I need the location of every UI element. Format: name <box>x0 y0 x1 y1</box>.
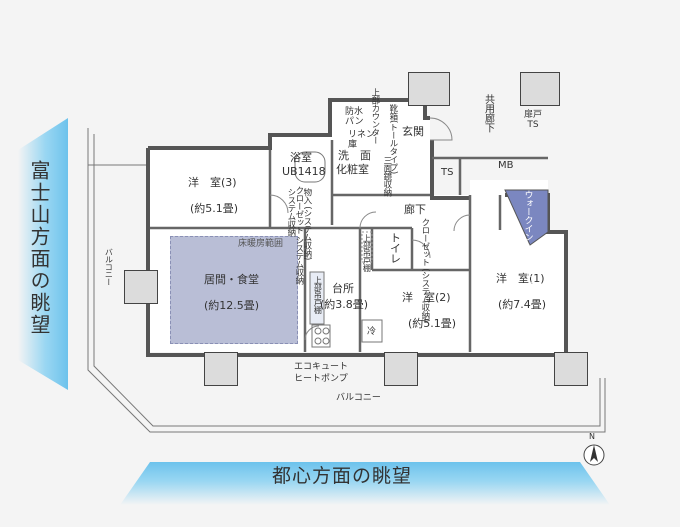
column <box>408 72 450 106</box>
upper-counter-label: 上部カウンター <box>369 88 380 144</box>
room-entrance: 玄関 <box>402 125 424 138</box>
room-kitchen-name: 台所 <box>332 282 354 295</box>
floor-heating-label: 床暖房範囲 <box>238 239 284 249</box>
room-washroom-line2: 化粧室 <box>336 163 369 176</box>
linen-label: リネン 庫 <box>348 130 376 151</box>
room-western3-size: (約5.1畳) <box>190 202 239 215</box>
bottom-view-caption: 都心方面の眺望 <box>272 465 413 487</box>
waterproof-pan-label: 防水 パン <box>345 107 364 128</box>
shared-corridor-label: 共用廊下 <box>482 94 494 132</box>
north-mark-label: N <box>589 432 595 441</box>
room-western1-size: (約7.4畳) <box>498 298 547 311</box>
room-living-size: (約12.5畳) <box>204 299 260 312</box>
column <box>554 352 588 386</box>
room-washroom-line1: 洗 面 <box>338 149 371 162</box>
left-view-caption: 富士山方面の眺望 <box>27 160 51 336</box>
ecocute-line2: ヒートポンプ <box>294 374 348 384</box>
room-bath-name: 浴室 <box>290 151 312 164</box>
room-western1-name: 洋 室(1) <box>496 272 545 285</box>
triple-mirror-label: 三面鏡収納 <box>381 156 392 196</box>
room-kitchen-size: (約3.8畳) <box>320 298 369 311</box>
system-storage-label-2: クローゼット システム収納 <box>293 186 304 285</box>
column <box>384 352 418 386</box>
balcony-left-label: バルコニー <box>104 248 114 286</box>
mono-storage-label: 物入 (システム収納) <box>301 188 312 260</box>
upper-shelf-label-2: 上部吊戸棚 <box>313 276 323 314</box>
shoe-cabinet-label: 靴箱(トールタイプ) <box>387 104 398 174</box>
system-storage-label-1: システム収納 <box>285 188 296 236</box>
door-ts-label: 扉戸 TS <box>524 110 543 131</box>
column <box>520 72 560 106</box>
room-bath-code: UB1418 <box>282 165 326 178</box>
ts-label-1: TS <box>441 167 454 178</box>
ecocute-line1: エコキュート <box>294 362 349 372</box>
mb-label: MB <box>498 160 514 171</box>
room-hallway: 廊下 <box>404 203 426 216</box>
column <box>204 352 238 386</box>
system-storage-label-3: クローゼット (システム収納) <box>419 218 430 322</box>
room-living-name: 居間・食堂 <box>204 273 259 286</box>
balcony-bottom-label: バルコニー <box>336 393 381 403</box>
room-western2-name: 洋 室(2) <box>402 291 451 304</box>
room-western2-size: (約5.1畳) <box>408 317 457 330</box>
room-toilet: トイレ <box>388 232 402 264</box>
fridge-label: 冷 <box>367 327 377 337</box>
upper-shelf-label-1: 上部吊戸棚 <box>362 234 372 272</box>
floor-heating-area <box>170 236 298 344</box>
room-western3-name: 洋 室(3) <box>188 176 237 189</box>
walkin-closet-label: ウォークイン クローゼット <box>522 190 533 295</box>
column <box>124 270 158 304</box>
